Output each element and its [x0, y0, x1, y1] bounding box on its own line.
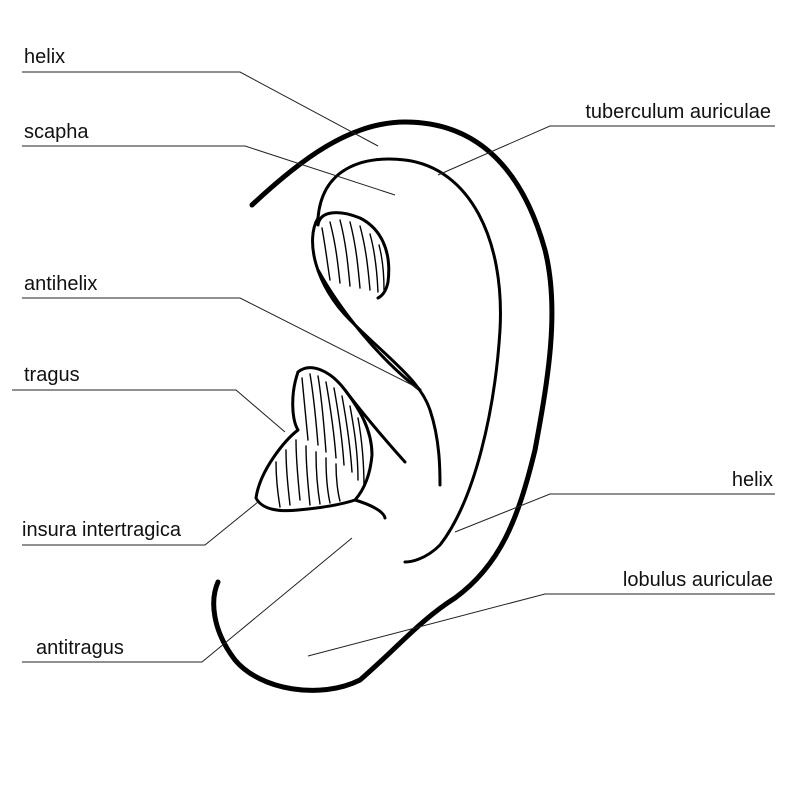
- lobe-outline: [211, 579, 458, 693]
- leader-tragus: [12, 389, 286, 433]
- label-tragus: tragus: [24, 364, 80, 386]
- leader-insura-intertragica: [22, 501, 259, 546]
- leader-lobulus-auriculae: [307, 593, 775, 657]
- concha-hatching: [275, 373, 365, 508]
- label-scapha: scapha: [24, 121, 89, 143]
- leader-scapha: [22, 145, 396, 196]
- helix-rim-outline: [249, 119, 555, 601]
- antihelix-inner-line: [311, 216, 442, 487]
- label-antitragus: antitragus: [36, 637, 124, 659]
- leader-lines: [12, 71, 775, 663]
- leader-tuberculum-auriculae: [437, 125, 775, 176]
- intertragic-notch-outline: [254, 370, 357, 513]
- tragus-outline: [296, 366, 387, 520]
- ear-illustration: [211, 119, 555, 693]
- label-lobulus-auriculae: lobulus auriculae: [623, 569, 773, 591]
- leader-antihelix: [22, 297, 419, 389]
- label-tuberculum-auriculae: tuberculum auriculae: [585, 101, 771, 123]
- labels: helix scapha antihelix tragus insura int…: [22, 46, 773, 659]
- helix-inner-edge: [316, 157, 502, 564]
- triangular-fossa-outline: [316, 211, 391, 300]
- label-insura-intertragica: insura intertragica: [22, 519, 182, 541]
- crus-line: [316, 268, 422, 392]
- label-helix-right: helix: [732, 469, 773, 491]
- triangular-fossa-hatching: [321, 219, 385, 293]
- leader-helix-top: [22, 71, 379, 147]
- leader-antitragus: [22, 537, 353, 663]
- leader-helix-right: [454, 493, 775, 533]
- label-helix-top: helix: [24, 46, 65, 68]
- label-antihelix: antihelix: [24, 273, 97, 295]
